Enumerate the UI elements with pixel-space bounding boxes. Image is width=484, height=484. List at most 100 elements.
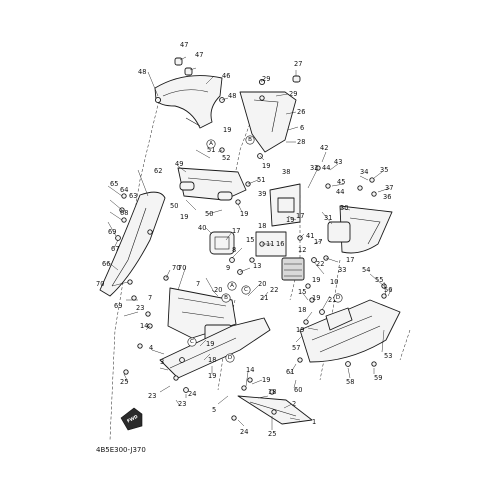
callout-22: 22 <box>316 260 324 268</box>
callout-43: 43 <box>334 158 342 166</box>
callout-19d: 19 <box>240 210 248 218</box>
reference-letters: A B A C B D C D <box>187 135 343 363</box>
grille-22 <box>281 257 305 281</box>
callout-28: 28 <box>297 138 305 146</box>
ref-c-low: C <box>190 339 194 345</box>
callout-66: 66 <box>102 260 110 268</box>
callout-1: 1 <box>312 418 316 426</box>
callout-19: 19 <box>223 126 231 134</box>
callout-14b: 14 <box>246 366 254 374</box>
callout-20b: 20 <box>258 280 266 288</box>
callout-22b: 22 <box>270 286 278 294</box>
vent-31 <box>327 221 351 243</box>
callout-51b: 51 <box>257 176 265 184</box>
callout-54: 54 <box>362 266 370 274</box>
callout-48b: 48 <box>228 92 236 100</box>
callout-26: 26 <box>297 108 305 116</box>
ref-b-top: B <box>248 137 252 143</box>
clip-cap <box>174 57 183 66</box>
callout-50: 50 <box>170 202 178 210</box>
callout-3: 3 <box>160 358 164 366</box>
callout-70: 70 <box>96 280 104 288</box>
callout-51: 51 <box>207 146 215 154</box>
vent-40 <box>209 231 235 255</box>
right-side-cowl <box>339 205 393 254</box>
callout-48: 48 <box>138 68 146 76</box>
callout-44b: 44 <box>336 188 344 196</box>
callout-57: 57 <box>292 344 300 352</box>
callout-20: 20 <box>214 286 222 294</box>
callout-25: 25 <box>120 378 128 386</box>
callout-19f: 19 <box>312 276 320 284</box>
inner-top-cover <box>154 75 223 129</box>
callout-49: 49 <box>175 160 183 168</box>
callout-39: 39 <box>258 190 266 198</box>
callout-68: 68 <box>120 209 128 217</box>
callout-21: 21 <box>328 296 336 304</box>
callout-62: 62 <box>154 167 162 175</box>
ref-b-mid: B <box>224 295 228 301</box>
callout-45: 45 <box>337 178 345 186</box>
callout-25b: 25 <box>268 430 276 438</box>
callout-34: 34 <box>360 168 368 176</box>
callout-14: 14 <box>140 322 148 330</box>
callout-23c: 23 <box>178 400 186 408</box>
callout-12: 12 <box>298 246 306 254</box>
callout-23b: 23 <box>148 392 156 400</box>
callout-13: 13 <box>253 262 261 270</box>
callout-23: 23 <box>136 304 144 312</box>
bracket-57 <box>325 307 353 331</box>
callout-46: 46 <box>222 72 230 80</box>
fwd-label: FWD <box>126 414 139 425</box>
callout-47: 47 <box>180 41 188 49</box>
callout-19i: 19 <box>206 340 214 348</box>
callout-63: 63 <box>129 192 137 200</box>
callout-17c: 17 <box>314 238 322 246</box>
callout-56: 56 <box>384 286 392 294</box>
leader-lines <box>107 56 393 430</box>
callout-64: 64 <box>120 186 128 194</box>
callout-55: 55 <box>375 276 383 284</box>
callout-58: 58 <box>346 378 354 386</box>
callout-40: 40 <box>198 224 206 232</box>
callout-16: 16 <box>276 240 284 248</box>
callout-15b: 15 <box>298 288 306 296</box>
callout-6: 6 <box>300 124 304 132</box>
callout-5: 5 <box>212 406 216 414</box>
callout-4: 4 <box>149 344 153 352</box>
duct-39 <box>277 197 295 213</box>
callout-44: 44 <box>322 164 330 172</box>
callout-30: 30 <box>340 204 348 212</box>
callout-19k: 19 <box>262 376 270 384</box>
callout-65: 65 <box>110 180 118 188</box>
callout-19g: 19 <box>312 294 320 302</box>
callout-7: 7 <box>196 280 200 288</box>
callout-7b: 7 <box>148 294 152 302</box>
pad-50 <box>179 181 195 191</box>
callout-9: 9 <box>226 264 230 272</box>
callout-29b: 29 <box>289 90 297 98</box>
callout-38: 38 <box>282 168 290 176</box>
callout-17b: 17 <box>296 212 304 220</box>
ref-a-mid: A <box>230 283 234 289</box>
callout-10: 10 <box>330 278 338 286</box>
callout-60: 60 <box>294 386 302 394</box>
callout-18b: 18 <box>298 306 306 314</box>
upper-front-cowl <box>239 91 297 153</box>
callout-19b: 19 <box>262 162 270 170</box>
callout-19h: 19 <box>296 326 304 334</box>
callout-27: 27 <box>294 60 302 68</box>
ref-d-low: D <box>228 355 232 361</box>
callout-41: 41 <box>306 232 314 240</box>
callout-50b: 50 <box>205 210 213 218</box>
callout-21b: 21 <box>260 294 268 302</box>
callout-69b: 69 <box>114 302 122 310</box>
callout-70c: 70 <box>178 264 186 272</box>
ref-a-top: A <box>209 141 213 147</box>
callout-numbers: 47 47 48 46 29 27 29 48 26 6 28 19 19 51… <box>96 41 393 438</box>
ref-d-right: D <box>336 295 340 301</box>
callout-47b: 47 <box>195 51 203 59</box>
callout-17d: 17 <box>346 256 354 264</box>
right-lower-cover <box>299 299 401 363</box>
